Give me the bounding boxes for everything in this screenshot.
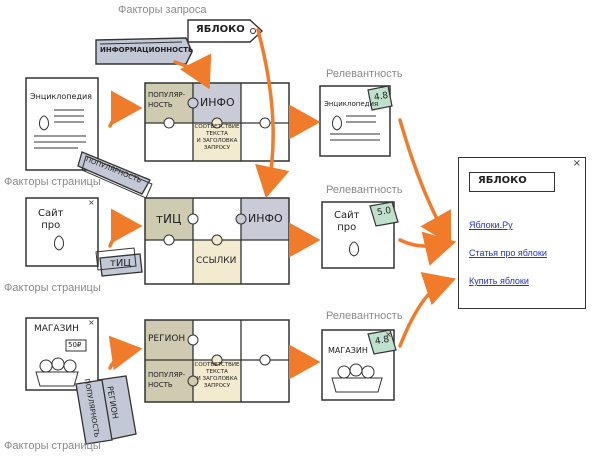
search-results-panel: × ЯБЛОКО Яблоки.Ру Статья про яблоки Куп…	[458, 157, 586, 309]
close-icon-card-2: ×	[88, 198, 95, 207]
shop-page	[25, 317, 99, 391]
region-popularity-tags-row3	[75, 375, 137, 445]
relevance-label-1: Релевантность	[326, 68, 403, 80]
query-word-text: ЯБЛОКО	[196, 24, 245, 35]
puzzle-info-row1: ИНФО	[200, 96, 235, 109]
shop-title: МАГАЗИН	[34, 324, 79, 334]
search-query-box[interactable]: ЯБЛОКО	[469, 172, 555, 192]
page-factors-label-1: Факторы страницы	[4, 176, 101, 188]
puzzle-info-row2: ИНФО	[248, 212, 283, 225]
puzzle-grid-row2	[144, 197, 290, 285]
puzzle-tic-row2: тИЦ	[156, 212, 182, 226]
encyclopedia-page	[25, 77, 99, 171]
close-icon[interactable]: ×	[572, 158, 581, 169]
result-title-row1: Энциклопедия	[324, 100, 379, 108]
puzzle-region-row3: РЕГИОН	[148, 334, 186, 344]
puzzle-match-row3: СООТВЕТСТВИЕ ТЕКСТА И ЗАГОЛОВКА ЗАПРОСУ	[194, 362, 240, 389]
tic-tag-row2	[95, 247, 143, 277]
result-link-2[interactable]: Статья про яблоки	[469, 248, 547, 258]
informativeness-text: ИНФОРМАЦИОННОСТЬ	[100, 46, 194, 54]
tic-tag-text-row2: тИЦ	[110, 258, 132, 269]
close-icon-result-3: ×	[385, 330, 392, 339]
flow-arrows	[108, 28, 457, 380]
puzzle-grid-row1	[144, 82, 290, 162]
query-word-tag	[187, 19, 264, 43]
result-title-row3: МАГАЗИН	[328, 346, 368, 355]
relevance-label-3: Релевантность	[326, 310, 403, 322]
puzzle-popularity-row1: ПОПУЛЯР- НОСТЬ	[148, 91, 186, 109]
shop-price: 50₽	[68, 341, 82, 349]
result-card-row3	[321, 329, 397, 401]
result-link-1[interactable]: Яблоки.Ру	[469, 220, 513, 230]
site-page	[25, 197, 99, 267]
encyclopedia-title: Энциклопедия	[30, 92, 92, 101]
relevance-label-2: Релевантность	[326, 184, 403, 196]
puzzle-popularity-row3: ПОПУЛЯР- НОСТЬ	[148, 371, 186, 389]
site-title: Сайт про	[38, 208, 64, 231]
result-card-row2	[321, 201, 399, 269]
search-query-text: ЯБЛОКО	[478, 175, 527, 186]
close-icon-card-3: ×	[88, 318, 95, 327]
result-card-row1	[319, 85, 393, 157]
page-factors-label-3: Факторы страницы	[4, 440, 101, 452]
page-factors-label-2: Факторы страницы	[4, 282, 101, 294]
puzzle-grid-row3	[144, 319, 290, 403]
puzzle-links-row2: ССЫЛКИ	[196, 256, 237, 266]
puzzle-match-row1: СООТВЕТСТВИЕ ТЕКСТА И ЗАГОЛОВКА ЗАПРОСУ	[194, 124, 240, 151]
result-title-row2: Сайт про	[334, 210, 360, 233]
query-factors-label: Факторы запроса	[118, 4, 207, 16]
result-link-3[interactable]: Купить яблоки	[469, 276, 529, 286]
